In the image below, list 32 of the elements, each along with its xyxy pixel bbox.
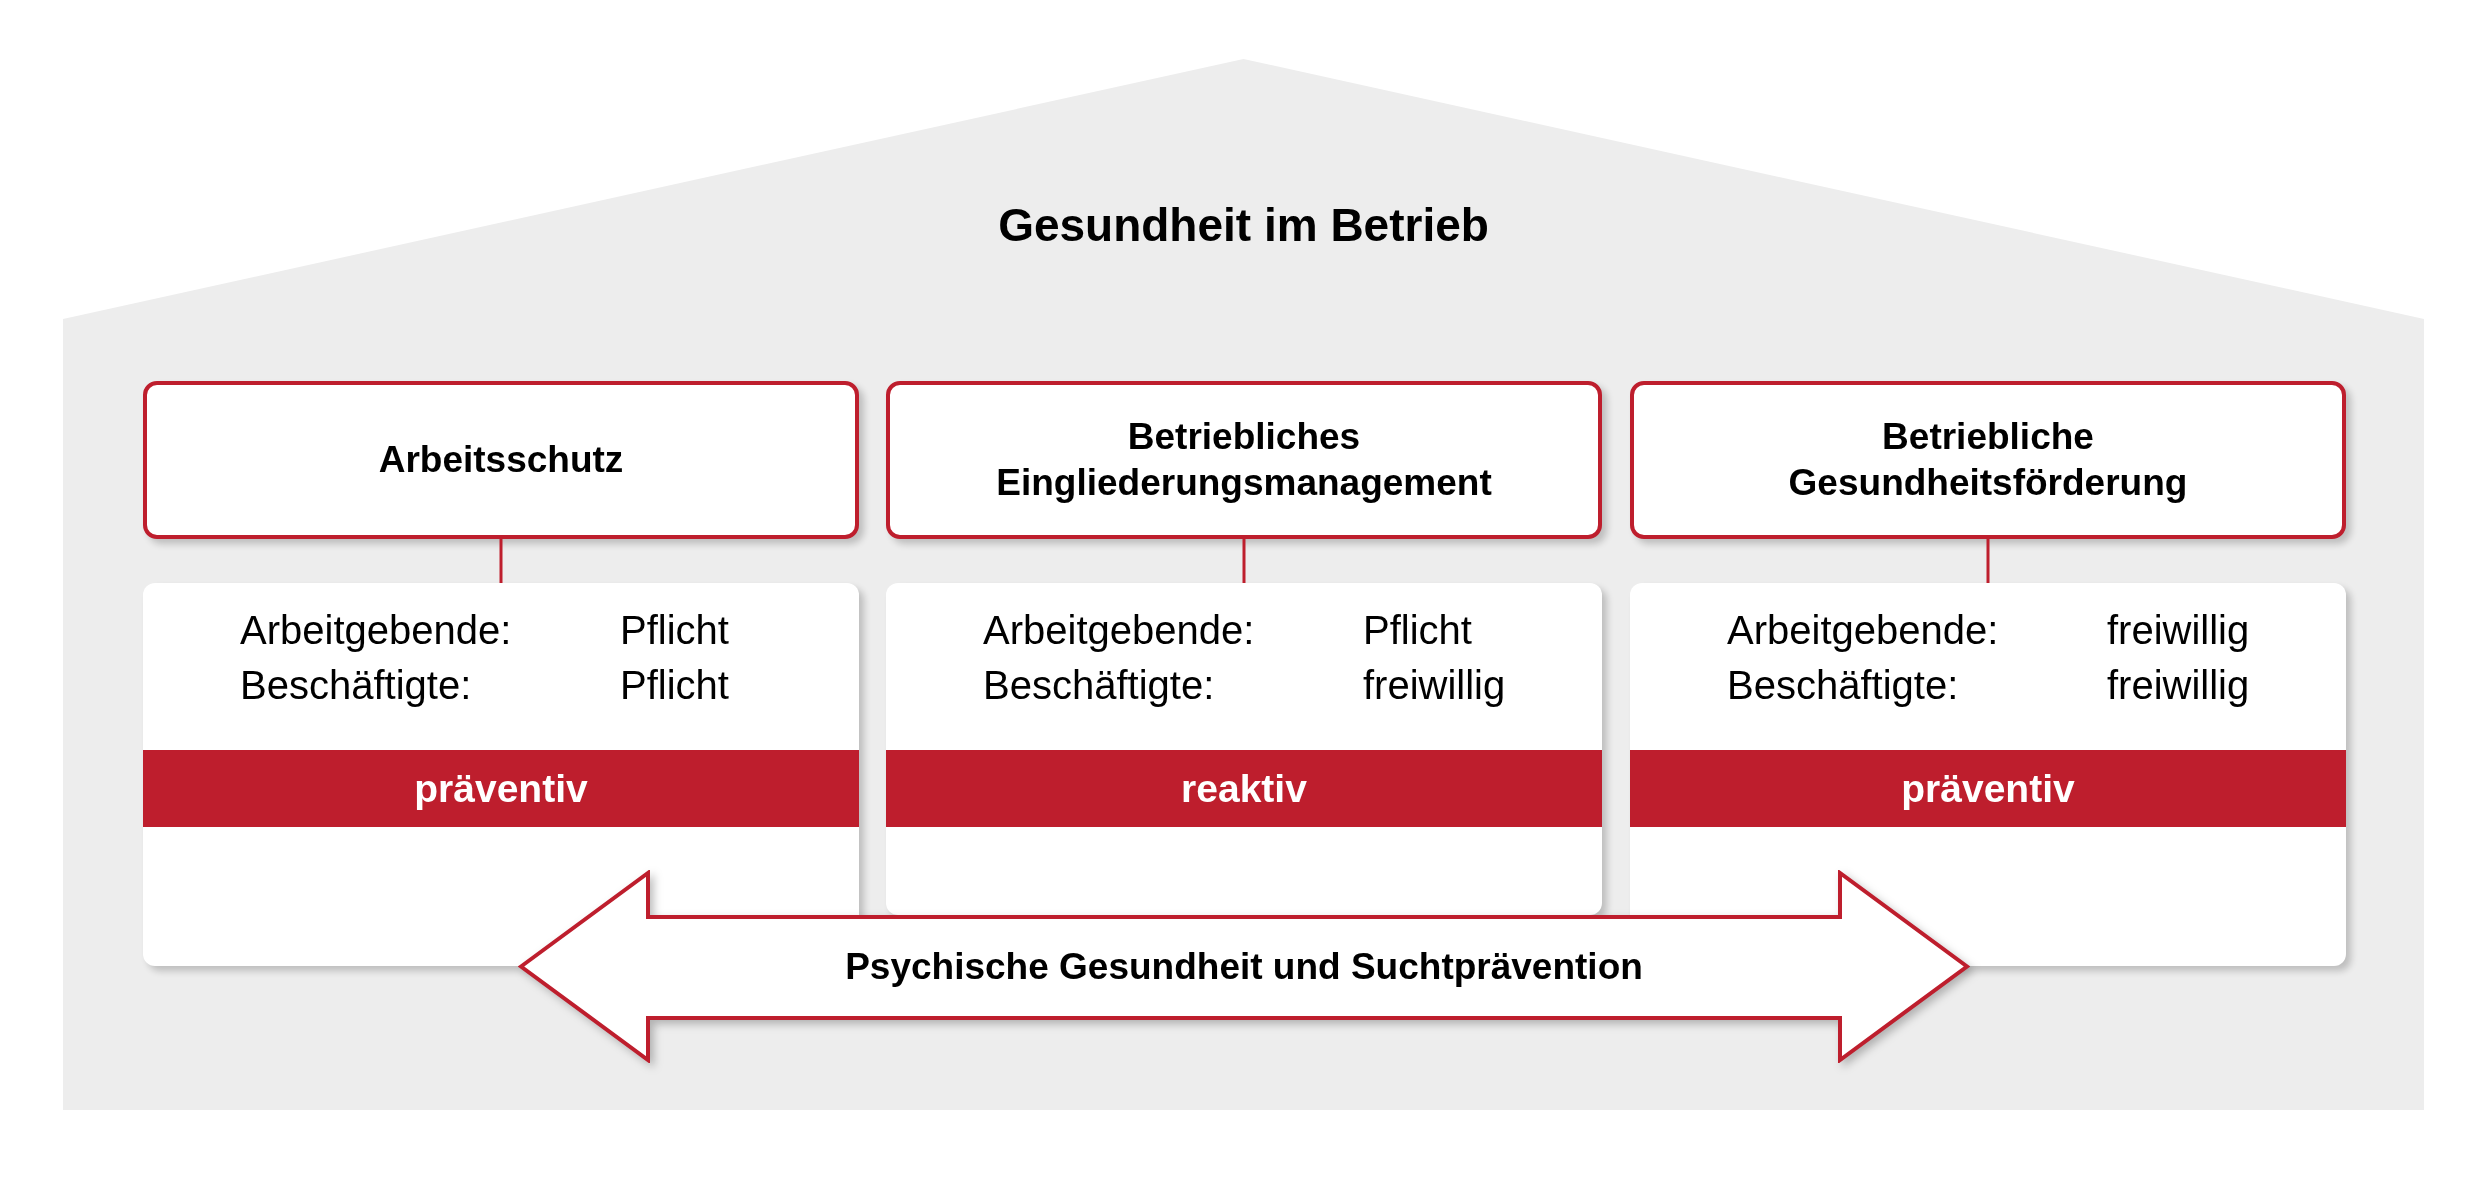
info-card	[886, 583, 1602, 915]
arrow-label: Psychische Gesundheit und Suchtprävention	[845, 944, 1643, 989]
obligation-value: freiwillig	[2107, 662, 2250, 709]
box-title: Betriebliche Gesundheitsförderung	[1787, 415, 2189, 505]
category-band	[143, 750, 859, 827]
role-label: Beschäftigte:	[983, 662, 1215, 709]
house-background	[63, 59, 2424, 1110]
obligation-value: Pflicht	[1363, 607, 1472, 654]
role-label: Arbeitgebende:	[1727, 607, 1999, 654]
box-title: Betriebliches Eingliederungsmanagement	[995, 415, 1493, 505]
role-label: Arbeitgebende:	[983, 607, 1255, 654]
category-box	[143, 381, 859, 539]
box-title: Arbeitsschutz	[378, 438, 624, 482]
connector-line	[499, 539, 503, 583]
role-label: Beschäftigte:	[1727, 662, 1959, 709]
band-label: reaktiv	[1181, 765, 1307, 812]
category-box	[1630, 381, 2346, 539]
obligation-value: freiwillig	[1363, 662, 1506, 709]
obligation-value: Pflicht	[620, 607, 729, 654]
band-label: präventiv	[1901, 765, 2075, 812]
category-box	[886, 381, 1602, 539]
diagram-title: Gesundheit im Betrieb	[998, 198, 1489, 253]
role-label: Beschäftigte:	[240, 662, 472, 709]
category-band	[886, 750, 1602, 827]
connector-line	[1242, 539, 1246, 583]
obligation-value: Pflicht	[620, 662, 729, 709]
connector-line	[1986, 539, 1990, 583]
band-label: präventiv	[414, 765, 588, 812]
category-band	[1630, 750, 2346, 827]
obligation-value: freiwillig	[2107, 607, 2250, 654]
role-label: Arbeitgebende:	[240, 607, 512, 654]
double-headed-arrow	[518, 870, 1970, 1063]
